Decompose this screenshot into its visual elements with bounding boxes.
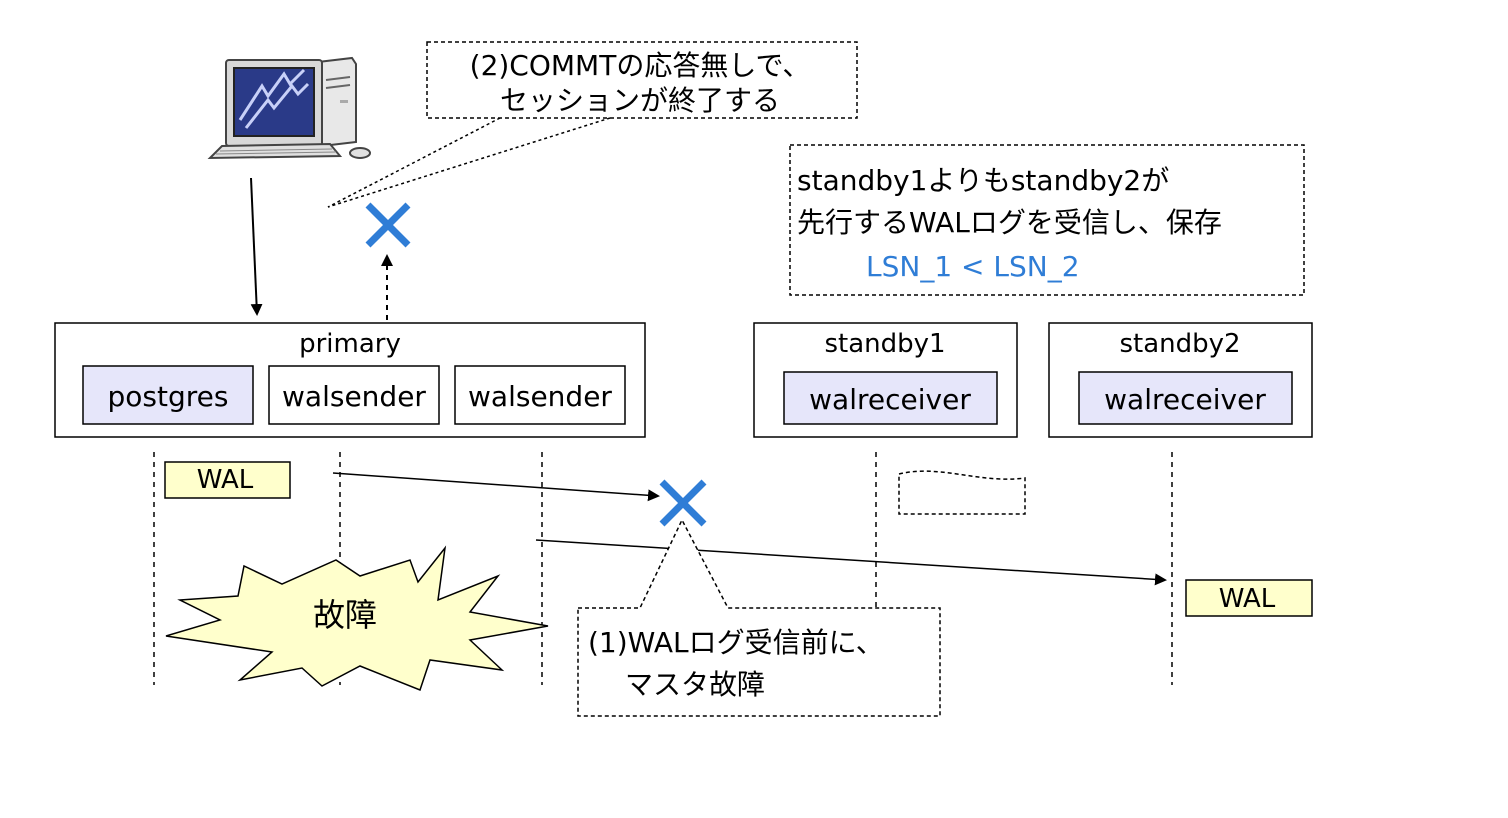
standby1-walreceiver-label: walreceiver <box>809 383 971 416</box>
primary-wal-label: WAL <box>197 465 254 495</box>
postgres-process-label: postgres <box>108 380 229 413</box>
standby1-missing-wal <box>898 470 1026 515</box>
standby1-walreceiver <box>783 371 998 425</box>
postgres-process <box>82 365 254 425</box>
failure-callout-fill <box>578 520 940 716</box>
commit-callout-line1: (2)COMMTの応答無しで、 <box>470 49 811 82</box>
client-to-postgres-arrow <box>250 177 263 316</box>
walsender-process-2-label: walsender <box>468 380 612 413</box>
commit-callout-box <box>426 41 858 119</box>
standby2-walreceiver-label: walreceiver <box>1104 383 1266 416</box>
standby-note-box <box>789 144 1305 296</box>
walsender-process-1 <box>268 365 440 425</box>
failure-callout-box <box>577 518 941 717</box>
standby2-wal-document <box>1185 579 1313 617</box>
standby1-label: standby1 <box>824 329 945 359</box>
commit-callout-line2: セッションが終了する <box>500 84 780 117</box>
cross-icon <box>659 479 707 527</box>
standby2-wal-label: WAL <box>1219 584 1276 614</box>
failure-burst <box>165 545 549 691</box>
failure-label: 故障 <box>313 596 377 634</box>
standby-note-line2: 先行するWALログを受信し、保存 <box>797 206 1222 239</box>
commit-callout-pointer <box>327 117 611 208</box>
commit-callout-pointer <box>327 117 501 208</box>
walsender-process-1-label: walsender <box>282 380 426 413</box>
failure-callout-line1: (1)WALログ受信前に、 <box>588 626 884 659</box>
failure-callout-line2: マスタ故障 <box>625 668 765 701</box>
primary-wal-document <box>164 461 291 499</box>
computer-icon <box>207 56 371 160</box>
primary-label: primary <box>299 329 401 359</box>
wal-to-standby1-arrow <box>332 472 660 502</box>
standby2-label: standby2 <box>1119 329 1240 359</box>
standby2-walreceiver <box>1078 371 1293 425</box>
wal-to-standby2-arrow <box>535 539 1167 586</box>
walsender-process-2 <box>454 365 626 425</box>
cross-icon <box>365 202 411 248</box>
lsn-comparison: LSN_1 < LSN_2 <box>866 250 1080 283</box>
standby-note-line1: standby1よりもstandby2が <box>797 164 1169 197</box>
